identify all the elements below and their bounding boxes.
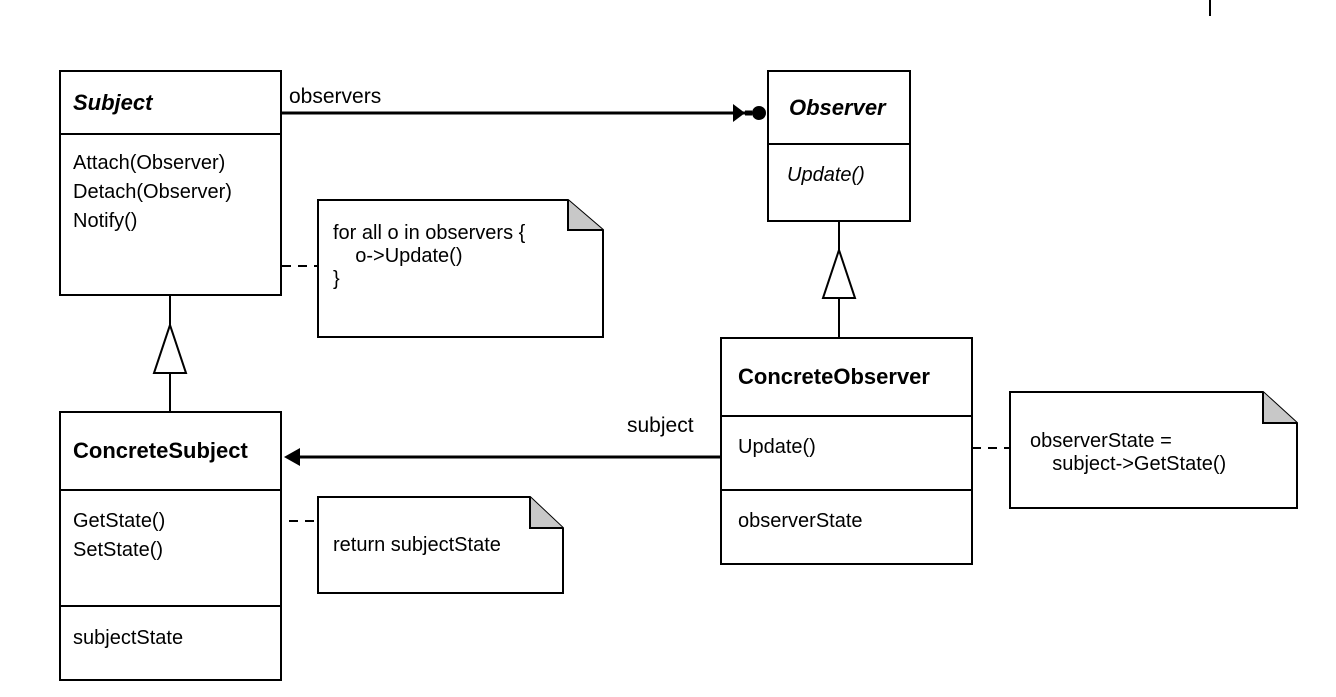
- many-multiplicity-dot: [752, 106, 766, 120]
- observers-role-label: observers: [289, 85, 382, 108]
- observer-generalization: [821, 220, 857, 338]
- getstate-note: return subjectState: [333, 534, 501, 557]
- association-arrowhead: [284, 448, 300, 466]
- notify-note-shape: [317, 199, 604, 338]
- operations-compartment: Update(): [722, 417, 971, 491]
- class-name: Subject: [61, 72, 280, 135]
- attribute-subjectstate: subjectState: [73, 627, 184, 649]
- operations-compartment: GetState() SetState(): [61, 491, 280, 607]
- note-line: }: [333, 268, 340, 290]
- subject-role-label: subject: [627, 414, 694, 437]
- note-line: o->Update(): [333, 245, 463, 267]
- note-line: subject->GetState(): [1030, 453, 1227, 475]
- operation-attach: Attach(Observer): [73, 152, 226, 174]
- association-arrowhead: [733, 104, 745, 122]
- subject-association: [284, 448, 722, 466]
- observers-association: [282, 104, 766, 122]
- operation-getstate: GetState(): [73, 510, 166, 532]
- operation-detach: Detach(Observer): [73, 181, 232, 203]
- concrete-observer-class[interactable]: ConcreteObserver Update() observerState: [720, 337, 973, 565]
- operations-compartment: Update(): [769, 145, 909, 196]
- inheritance-triangle: [152, 321, 188, 374]
- subject-generalization: [152, 295, 188, 413]
- attribute-observerstate: observerState: [738, 510, 863, 532]
- operation-notify: Notify(): [73, 210, 138, 232]
- getstate-note-shape: [317, 496, 564, 594]
- concrete-subject-class[interactable]: ConcreteSubject GetState() SetState() su…: [59, 411, 282, 681]
- observer-class[interactable]: Observer Update(): [767, 70, 911, 222]
- class-name: Observer: [769, 72, 909, 145]
- operation-setstate: SetState(): [73, 539, 164, 561]
- class-name: ConcreteObserver: [722, 339, 971, 417]
- update-note: observerState = subject->GetState(): [1030, 430, 1226, 476]
- note-line: return subjectState: [333, 534, 501, 556]
- note-line: for all o in observers {: [333, 222, 526, 244]
- subject-class[interactable]: Subject Attach(Observer) Detach(Observer…: [59, 70, 282, 296]
- attributes-compartment: observerState: [722, 491, 971, 542]
- operations-compartment: Attach(Observer) Detach(Observer) Notify…: [61, 135, 280, 294]
- update-note-shape: [1009, 391, 1298, 509]
- operation-update: Update(): [738, 436, 816, 458]
- class-name: ConcreteSubject: [61, 413, 280, 491]
- note-line: observerState =: [1030, 430, 1172, 452]
- notify-note: for all o in observers { o->Update() }: [333, 222, 525, 291]
- operation-update: Update(): [787, 164, 865, 186]
- inheritance-triangle: [821, 246, 857, 299]
- attributes-compartment: subjectState: [61, 607, 280, 659]
